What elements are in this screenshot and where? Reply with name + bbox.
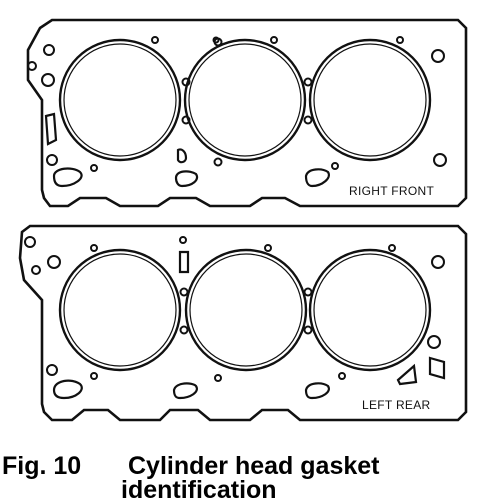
gasket-label-right-front: RIGHT FRONT <box>349 184 434 198</box>
bolt-holes <box>24 236 445 382</box>
cylinder-bore <box>308 38 432 162</box>
caption-title-line-2: identification <box>121 476 277 504</box>
gasket-label-left-rear: LEFT REAR <box>362 398 431 412</box>
figure-number: Fig. 10 <box>2 452 82 480</box>
cylinder-bore <box>183 38 307 162</box>
gasket-outline <box>26 18 468 208</box>
coolant-passages <box>52 250 446 400</box>
caption-line-1: Fig. 10 Cylinder head gasket <box>2 452 379 481</box>
cylinder-bore <box>184 248 308 372</box>
gasket-right-front: RIGHT FRONT <box>26 18 468 208</box>
caption-title-line-1: Cylinder head gasket <box>128 452 380 480</box>
cylinder-bore <box>308 248 432 372</box>
bolt-holes <box>27 36 447 172</box>
cylinder-bore <box>58 38 182 162</box>
gasket-left-rear: LEFT REAR <box>18 224 468 422</box>
coolant-passages <box>44 112 330 188</box>
cylinder-bore <box>58 248 182 372</box>
gasket-outline <box>18 224 468 422</box>
